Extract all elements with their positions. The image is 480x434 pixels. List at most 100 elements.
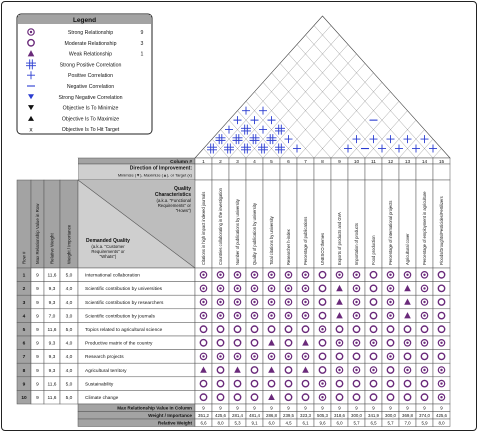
strong-relationship-icon-dot [236, 300, 239, 304]
row-weight-value: 4,0 [66, 354, 73, 360]
row-number: 4 [23, 313, 26, 319]
moderate-relationship-icon [437, 352, 446, 361]
strong-relationship-icon-dot [338, 341, 341, 344]
strong-relationship-icon [420, 298, 429, 306]
matrix-cell [296, 390, 315, 405]
row-max-value: 9 [36, 273, 39, 279]
roof-grid-line [228, 119, 264, 159]
demanded-quality-label: Productive matrix of the country [85, 341, 153, 347]
footer-value: 239,5 [283, 413, 295, 418]
moderate-relationship-icon [250, 379, 259, 388]
strong-relationship-icon-dot [287, 300, 290, 304]
strong-relationship-icon [284, 311, 293, 320]
matrix-cell [432, 267, 451, 282]
footer-value-cell [432, 418, 451, 427]
roof-positive-icon [233, 116, 242, 125]
strong-relationship-icon-dot [423, 300, 426, 304]
row-weight-value: 3,0 [66, 313, 73, 319]
weak-relationship-icon [302, 339, 309, 346]
strong-relationship-icon [301, 311, 310, 320]
matrix-cell [245, 376, 264, 391]
row-relweight-value: 7,0 [49, 313, 56, 319]
strong-relationship-icon [301, 270, 310, 279]
legend-strong-negative-correlation-icon [28, 94, 34, 100]
row-max-value: 9 [36, 313, 39, 319]
column-name: Countries collaborating in the investiga… [218, 187, 223, 265]
roof-strong-positive-icon [207, 143, 217, 154]
matrix-cell [347, 376, 366, 391]
column-number: 15 [439, 159, 445, 165]
strong-relationship-icon [216, 270, 225, 279]
direction-cell [398, 163, 417, 181]
matrix-cell [211, 335, 230, 350]
moderate-relationship-icon [284, 393, 293, 402]
matrix-cell [194, 322, 213, 337]
row-weight-value: 4,0 [66, 341, 73, 347]
direction-title: Direction of Improvement: [130, 166, 193, 172]
footer-value: 505,3 [317, 413, 329, 418]
column-name: Citations in high impact indexed journal… [201, 192, 206, 265]
moderate-relationship-icon [267, 379, 276, 388]
strong-relationship-icon [284, 284, 293, 293]
moderate-relationship-icon [233, 338, 242, 347]
matrix-cell [415, 322, 434, 337]
strong-relationship-icon [267, 311, 276, 320]
strong-relationship-icon [437, 379, 446, 388]
strong-relationship-icon [301, 284, 310, 293]
strong-relationship-icon [335, 270, 344, 279]
direction-subtitle: Minimize (▼), Maximize (▲), or Target (x… [118, 173, 193, 178]
row-weight-value: 5,0 [66, 395, 73, 401]
row-max-value: 9 [36, 286, 39, 292]
row-number: 7 [23, 354, 26, 360]
matrix-cell [313, 294, 332, 310]
roof-strong-positive-icon [241, 143, 251, 154]
moderate-relationship-icon [369, 393, 378, 402]
moderate-relationship-icon [233, 379, 242, 388]
strong-relationship-icon-dot [304, 287, 307, 290]
moderate-relationship-icon [369, 311, 378, 320]
legend-item-label: Negative Correlation [67, 84, 114, 90]
column-name: Quality of publication by university [252, 202, 257, 265]
footer-label: Weight / Importance [148, 413, 192, 418]
strong-relationship-icon [403, 366, 412, 374]
matrix-cell [245, 390, 264, 405]
strong-relationship-icon-dot [423, 273, 426, 276]
strong-relationship-icon-dot [423, 287, 426, 290]
matrix-cell [313, 349, 332, 364]
weak-relationship-icon [336, 298, 343, 305]
strong-relationship-icon [403, 270, 412, 279]
footer-label: Relative Weight [158, 420, 193, 425]
moderate-relationship-icon [369, 270, 378, 279]
strong-relationship-icon [318, 325, 327, 334]
strong-relationship-icon-dot [406, 273, 409, 276]
weak-relationship-icon [404, 298, 411, 305]
column-name: Agricultural cover [405, 233, 410, 265]
matrix-cell [381, 376, 400, 391]
strong-relationship-icon [352, 284, 361, 293]
strong-relationship-icon-dot [304, 273, 307, 276]
weak-relationship-icon [336, 284, 343, 292]
row-max-value: 9 [36, 341, 39, 347]
footer-value: 9 [440, 405, 443, 410]
moderate-relationship-icon [335, 393, 344, 402]
moderate-relationship-icon [420, 393, 429, 402]
matrix-cell [330, 390, 349, 405]
legend-strong-relationship-icon-dot [29, 30, 33, 34]
moderate-relationship-icon [233, 393, 242, 402]
matrix-cell [381, 390, 400, 405]
column-number: 11 [371, 159, 376, 165]
weak-relationship-icon [268, 366, 275, 373]
footer-value: 6,6 [200, 420, 207, 425]
column-name: Researcher h-index [286, 229, 291, 265]
demanded-quality-label: Topics related to agricultural science [85, 327, 163, 333]
moderate-relationship-icon [386, 325, 395, 334]
column-name: Number of publications by university [235, 198, 240, 265]
row-relweight-value: 9,3 [49, 286, 56, 292]
strong-relationship-icon-dot [372, 341, 375, 344]
roof-grid-line [279, 63, 366, 159]
column-number: 3 [236, 159, 239, 165]
strong-relationship-icon-dot [304, 314, 307, 317]
column-name: Percentage of employment in agriculture [422, 191, 427, 265]
moderate-relationship-icon [386, 366, 395, 374]
footer-value: 9 [287, 405, 290, 410]
